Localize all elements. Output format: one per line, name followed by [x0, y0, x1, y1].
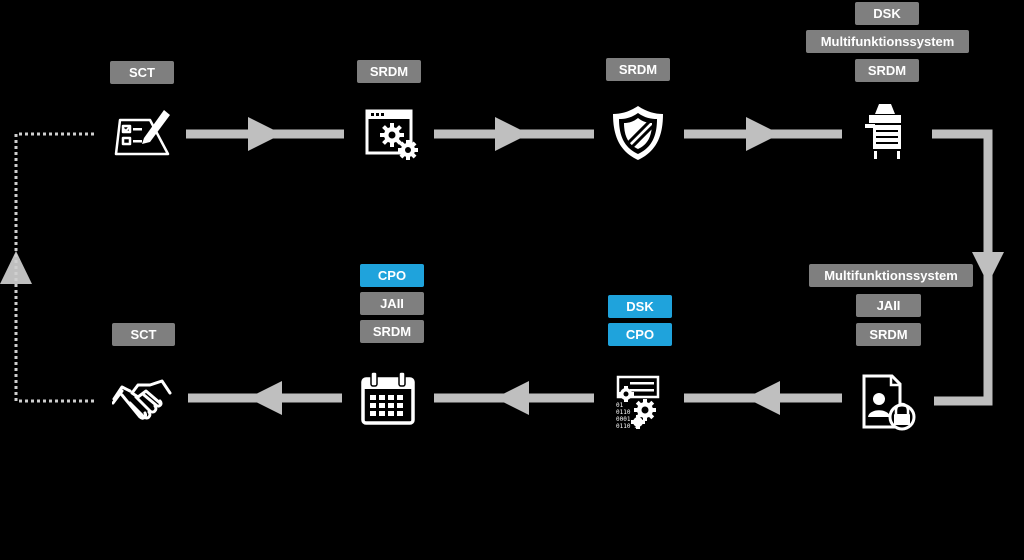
arrow-right-icon [746, 117, 780, 151]
tag-jaii: JAII [360, 292, 424, 315]
arrow-down-icon [972, 252, 1004, 284]
tag-dsk: DSK [608, 295, 672, 318]
tag-multifunktionssystem: Multifunktionssystem [806, 30, 969, 53]
tag-sct: SCT [112, 323, 175, 346]
svg-text:0110: 0110 [616, 409, 631, 416]
handshake-icon [112, 379, 172, 420]
tag-srdm: SRDM [606, 58, 670, 81]
tag-srdm: SRDM [357, 60, 421, 83]
arrow-left-icon [495, 381, 529, 415]
tag-cpo: CPO [608, 323, 672, 346]
calendar-icon [361, 371, 415, 425]
arrow-right-icon [495, 117, 529, 151]
tag-srdm: SRDM [856, 323, 921, 346]
tag-dsk: DSK [855, 2, 919, 25]
arrow-right-icon [248, 117, 282, 151]
checklist-pencil-icon [114, 110, 170, 156]
svg-text:0110 1: 0110 1 [616, 423, 638, 430]
connector-loop-back [14, 132, 94, 403]
tag-srdm: SRDM [855, 59, 919, 82]
browser-gears-icon [365, 109, 418, 160]
tag-cpo: CPO [360, 264, 424, 287]
tag-multifunktionssystem: Multifunktionssystem [809, 264, 973, 287]
arrow-left-icon [248, 381, 282, 415]
tag-srdm: SRDM [360, 320, 424, 343]
printer-icon [865, 104, 901, 159]
arrow-left-icon [746, 381, 780, 415]
tag-jaii: JAII [856, 294, 921, 317]
shield-icon [613, 106, 663, 160]
svg-text:01: 01 [616, 402, 624, 409]
tag-sct: SCT [110, 61, 174, 84]
binary-gears-icon: 01 0110 0001 0110 1 [616, 375, 660, 430]
document-lock-icon [862, 374, 916, 431]
svg-text:0001: 0001 [616, 416, 631, 423]
